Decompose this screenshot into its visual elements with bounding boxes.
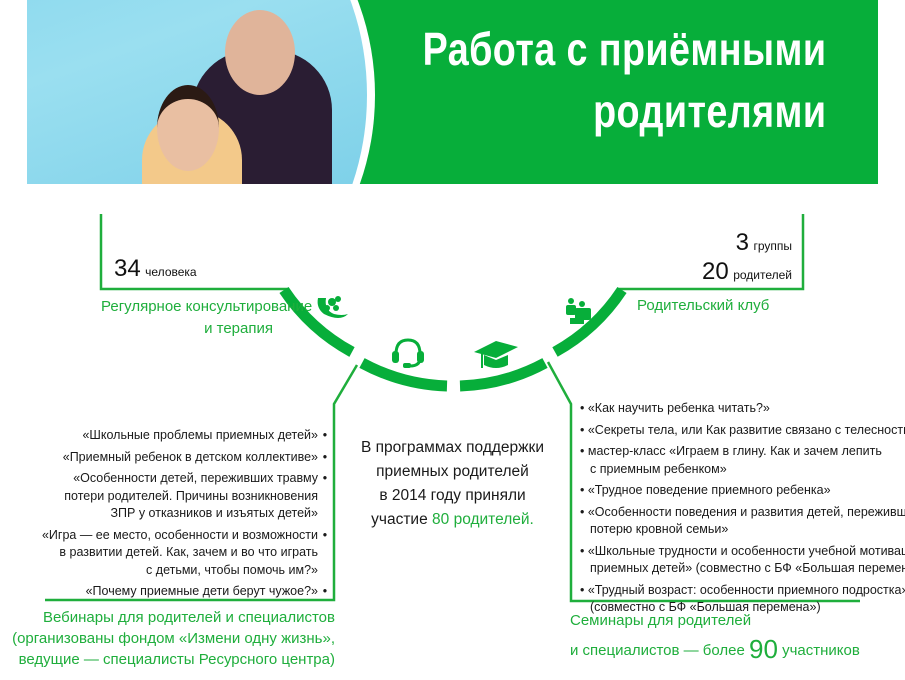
seminars-item: • «Как научить ребенка читать?» <box>580 401 770 415</box>
seminars-item-text: приемных детей» (совместно с БФ «Большая… <box>590 561 905 575</box>
photo-woman-face <box>225 10 295 95</box>
seminars-frame <box>546 361 860 603</box>
seminars-item-text: мастер-класс «Играем в глину. Как и заче… <box>587 444 882 458</box>
seminars-item: • «Школьные трудности и особенности учеб… <box>580 543 905 578</box>
seminars-item: • «Трудный возраст: особенности приемног… <box>580 582 905 617</box>
family-club-icon <box>566 298 591 324</box>
seminars-item-text: (совместно с БФ «Большая перемена») <box>590 600 821 614</box>
seminars-item-text: «Трудный возраст: особенности приемного … <box>587 582 905 597</box>
webinars-item: «Игра — ее место, особенности и возможно… <box>41 527 328 577</box>
arc-webinars <box>359 358 448 392</box>
club-parents-unit: родителей <box>733 268 792 282</box>
webinars-item: «Особенности детей, переживших травму•по… <box>64 471 328 520</box>
graduation-cap-icon <box>474 341 518 368</box>
seminars-item-text: «Школьные трудности и особенности учебно… <box>587 543 905 558</box>
summary-line: В программах поддержки <box>361 439 544 456</box>
webinars-item-text: ЗПР у отказников и изъятых детей» <box>110 506 318 520</box>
consulting-unit: человека <box>145 265 197 279</box>
seminars-item-text: с приемным ребенком» <box>590 461 727 476</box>
seminars-label-line: Семинары для родителей <box>570 612 752 629</box>
webinars-item-text: с детьми, чтобы помочь им?» <box>146 562 318 577</box>
seminars-count: 90 <box>749 634 778 664</box>
consulting-label-line: и терапия <box>204 320 273 337</box>
webinars-item-text: потери родителей. Причины возникновения <box>64 488 318 503</box>
webinars-item-text: «Игра — ее место, особенности и возможно… <box>41 527 318 542</box>
consulting-label-line: Регулярное консультирование <box>101 298 313 315</box>
webinars-frame <box>45 364 359 602</box>
webinars-item-text: «Приемный ребенок в детском коллективе» <box>62 449 318 464</box>
seminar-list: • «Как научить ребенка читать?» • «Секрет… <box>580 400 905 621</box>
club-label: Родительский клуб <box>637 297 770 314</box>
seminars-label-line: и специалистов — более <box>570 642 745 659</box>
title-line: Работа с приёмными <box>422 23 826 75</box>
webinar-list: «Школьные проблемы приемных детей»• «Прие… <box>42 427 332 605</box>
webinars-label-line: Вебинары для родителей и специалистов <box>42 609 335 626</box>
webinars-item-text: «Почему приемные дети берут чужое?» <box>85 584 318 598</box>
consulting-count: 34 <box>114 255 141 282</box>
consulting-label: Регулярное консультирование и терапия <box>101 296 313 340</box>
club-frame <box>618 214 805 291</box>
webinars-label-line: ведущие — специалисты Ресурсного центра) <box>18 651 335 668</box>
title-line: родителями <box>592 85 826 137</box>
webinars-item-text: в развитии детей. Как, зачем и во что иг… <box>59 545 318 559</box>
webinars-item: «Приемный ребенок в детском коллективе»• <box>62 449 328 464</box>
page-title: Работа с приёмными родителями <box>422 18 826 142</box>
club-groups-unit: группы <box>753 239 792 253</box>
seminars-item: • «Секреты тела, или Как развитие связан… <box>580 422 905 440</box>
arc-consulting <box>279 286 355 357</box>
seminars-item: • «Трудное поведение приемного ребенка» <box>580 483 831 497</box>
seminars-item-text: потерю кровной семьи» <box>590 522 729 536</box>
consulting-stat: 34 человека <box>114 255 197 283</box>
seminars-item-text: «Трудное поведение приемного ребенка» <box>587 483 831 497</box>
summary-text: В программах поддержки приемных родителе… <box>345 436 560 532</box>
webinars-item: «Школьные проблемы приемных детей»• <box>82 428 328 442</box>
seminars-item: • «Особенности поведения и развития дете… <box>580 504 905 539</box>
header-banner: Работа с приёмными родителями <box>27 0 878 184</box>
webinars-item-text: «Особенности детей, переживших травму <box>73 471 318 485</box>
summary-line: участие <box>371 511 428 528</box>
webinars-label: Вебинары для родителей и специалистов (о… <box>12 607 335 670</box>
club-stats: 3 группы 20 родителей <box>702 230 792 288</box>
webinars-item-text: «Школьные проблемы приемных детей» <box>82 428 318 442</box>
consulting-frame <box>99 214 288 291</box>
seminars-item-text: «Секреты тела, или Как развитие связано … <box>587 422 905 437</box>
seminars-label: Семинары для родителей и специалистов — … <box>570 607 860 665</box>
summary-line: в 2014 году приняли <box>379 487 526 504</box>
header-photo <box>27 0 375 184</box>
arc-club <box>552 286 627 357</box>
summary-highlight: 80 родителей. <box>432 511 534 528</box>
summary-line: приемных родителей <box>376 463 529 480</box>
seminars-item-text: «Особенности поведения и развития детей,… <box>587 504 905 519</box>
webinars-label-line: (организованы фондом «Измени одну жизнь»… <box>12 630 335 647</box>
webinars-item: «Почему приемные дети берут чужое?»• <box>85 584 328 598</box>
helping-hands-icon <box>317 296 348 318</box>
headset-icon <box>392 338 424 368</box>
seminars-item: • мастер-класс «Играем в глину. Как и за… <box>580 444 882 476</box>
club-groups-count: 3 <box>735 229 749 256</box>
club-parents-count: 20 <box>702 258 729 285</box>
seminars-item-text: «Как научить ребенка читать?» <box>587 401 770 415</box>
seminars-label-suffix: участников <box>782 642 860 659</box>
arc-seminars <box>459 358 548 392</box>
